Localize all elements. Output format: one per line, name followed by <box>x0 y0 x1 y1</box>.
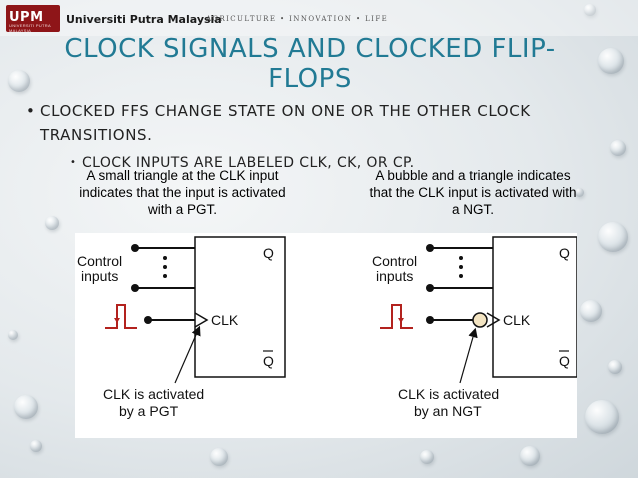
flip-flop-box <box>492 236 577 378</box>
clk-label: CLK <box>211 312 239 328</box>
slide-title-line2: FLOPS <box>268 64 352 94</box>
annotation-arrow <box>174 325 201 384</box>
input-node <box>131 244 139 252</box>
slide-title: CLOCK SIGNALS AND CLOCKED FLIP- FLOPS <box>40 34 580 94</box>
q-output-label: Q <box>263 245 274 261</box>
bullet-clocked-ffs: • CLOCKED FFS CHANGE STATE ON ONE OR THE… <box>26 99 610 147</box>
water-drop-decoration <box>210 448 228 466</box>
ellipsis-dot <box>163 256 167 260</box>
water-drop-decoration <box>585 400 619 434</box>
pgt-note-line1: CLK is activated <box>103 386 204 402</box>
q-bar-output-label: Q <box>263 353 274 369</box>
q-output-label: Q <box>559 245 570 261</box>
ellipsis-dot <box>163 265 167 269</box>
pgt-note-line2: by a PGT <box>119 403 179 419</box>
water-drop-decoration <box>8 330 18 340</box>
ellipsis-dot <box>163 274 167 278</box>
water-drop-decoration <box>598 222 628 252</box>
control-inputs-label-line1: Control <box>77 253 122 269</box>
ellipsis-dot <box>459 265 463 269</box>
control-inputs-label-line2: inputs <box>81 268 118 284</box>
bullet-text: CLOCK INPUTS ARE LABELED CLK, CK, OR CP. <box>82 155 415 171</box>
bullet-dot: • <box>26 102 36 120</box>
water-drop-decoration <box>8 70 30 92</box>
water-drop-decoration <box>30 440 42 452</box>
water-drop-decoration <box>610 140 626 156</box>
clk-triangle-icon <box>486 312 501 328</box>
flip-flop-diagrams: Control inputs Q Q CLK CLK is activated … <box>77 236 577 419</box>
bullet-clock-inputs: • CLOCK INPUTS ARE LABELED CLK, CK, OR C… <box>70 153 582 173</box>
flip-flop-box <box>194 236 286 378</box>
clock-pulse-icon <box>105 304 137 329</box>
university-motto: AGRICULTURE • INNOVATION • LIFE <box>206 15 389 23</box>
ellipsis-dot <box>459 274 463 278</box>
input-node <box>144 316 152 324</box>
caption-pgt: A small triangle at the CLK input indica… <box>79 168 286 217</box>
water-drop-decoration <box>45 216 59 230</box>
water-drop-decoration <box>598 48 624 74</box>
clk-label: CLK <box>503 312 531 328</box>
flip-flop-pgt: Control inputs Q Q CLK CLK is activated … <box>77 236 286 419</box>
water-drop-decoration <box>580 300 602 322</box>
clk-triangle-icon <box>194 312 209 328</box>
caption-ngt: A bubble and a triangle indicates that t… <box>369 168 577 217</box>
university-name: Universiti Putra Malaysia <box>66 13 222 26</box>
bullet-text: CLOCKED FFS CHANGE STATE ON ONE OR THE O… <box>40 102 531 144</box>
q-bar-output-label: Q <box>559 353 570 369</box>
negation-bubble-icon <box>472 312 488 328</box>
input-node <box>426 316 434 324</box>
input-node <box>426 284 434 292</box>
falling-edge-arrow-icon <box>398 318 404 323</box>
rising-edge-arrow-icon <box>114 318 120 323</box>
header-bar: UPM UNIVERSITI PUTRA MALAYSIA Universiti… <box>0 0 638 36</box>
ngt-note-line1: CLK is activated <box>398 386 499 402</box>
water-drop-decoration <box>14 395 38 419</box>
ellipsis-dot <box>459 256 463 260</box>
slide-title-line1: CLOCK SIGNALS AND CLOCKED FLIP- <box>64 34 556 64</box>
control-inputs-label-line2: inputs <box>376 268 413 284</box>
water-drop-decoration <box>608 360 622 374</box>
clock-pulse-icon <box>380 304 413 329</box>
logo-subtext: UNIVERSITI PUTRA MALAYSIA <box>9 23 51 33</box>
bullet-dot: • <box>70 157 77 168</box>
control-inputs-label-line1: Control <box>372 253 417 269</box>
water-drop-decoration <box>584 4 596 16</box>
input-node <box>426 244 434 252</box>
university-logo: UPM UNIVERSITI PUTRA MALAYSIA <box>6 5 60 33</box>
flip-flop-diagram-panel: Control inputs Q Q CLK CLK is activated … <box>75 233 577 438</box>
ngt-note-line2: by an NGT <box>414 403 482 419</box>
annotation-arrow <box>459 327 478 384</box>
logo-text: UPM <box>9 10 44 25</box>
input-node <box>131 284 139 292</box>
flip-flop-ngt: Control inputs Q Q CLK CLK is activated … <box>372 236 577 419</box>
water-drop-decoration <box>575 188 584 197</box>
water-drop-decoration <box>420 450 434 464</box>
water-drop-decoration <box>520 446 540 466</box>
